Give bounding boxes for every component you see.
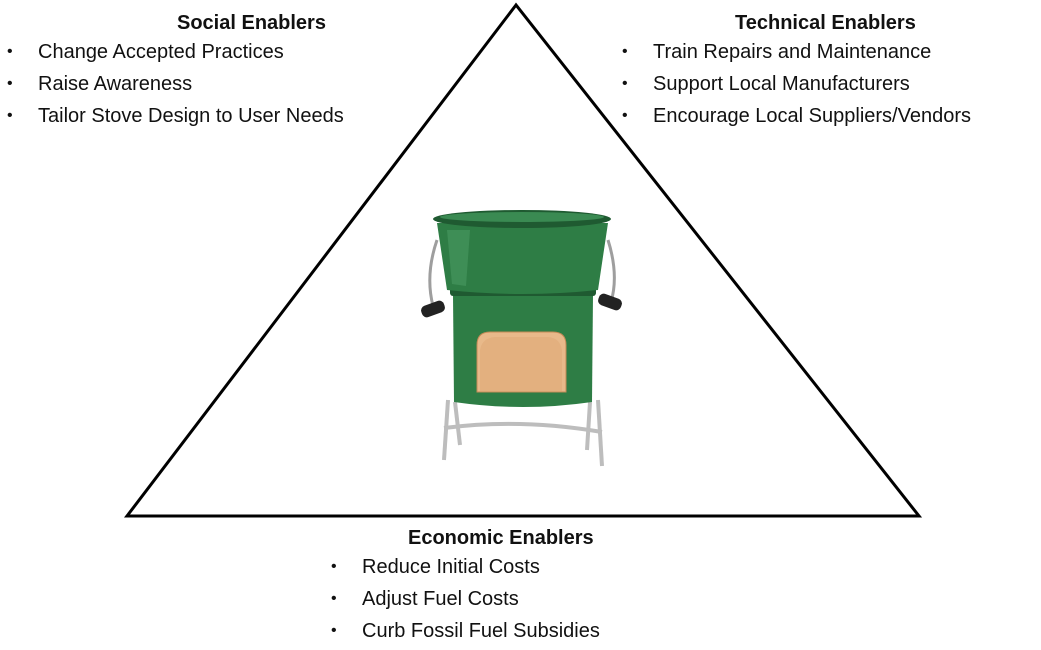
social-enablers-list: •Change Accepted Practices •Raise Awaren… [4, 36, 424, 132]
economic-enablers-list: •Reduce Initial Costs •Adjust Fuel Costs… [328, 551, 688, 647]
list-item: •Adjust Fuel Costs [328, 583, 688, 615]
technical-enablers-title: Technical Enablers [735, 12, 916, 34]
list-item: •Support Local Manufacturers [619, 68, 1039, 100]
social-enablers-title: Social Enablers [177, 12, 326, 34]
list-item: •Change Accepted Practices [4, 36, 424, 68]
bullet-icon: • [331, 622, 337, 639]
bullet-icon: • [331, 590, 337, 607]
stove-handles [421, 239, 622, 318]
bullet-icon: • [622, 107, 628, 124]
list-item: •Curb Fossil Fuel Subsidies [328, 615, 688, 647]
enablers-triangle [123, 2, 923, 518]
cookstove-illustration [421, 210, 622, 467]
economic-enablers-group: Economic Enablers •Reduce Initial Costs … [328, 525, 688, 647]
list-item: •Raise Awareness [4, 68, 424, 100]
economic-enablers-title: Economic Enablers [408, 527, 594, 549]
bullet-icon: • [7, 107, 13, 124]
technical-enablers-list: •Train Repairs and Maintenance •Support … [619, 36, 1039, 132]
stove-stand [442, 399, 604, 467]
technical-enablers-group: Technical Enablers •Train Repairs and Ma… [619, 10, 1039, 132]
stove-firebox [476, 331, 567, 393]
bullet-icon: • [331, 558, 337, 575]
list-item: •Tailor Stove Design to User Needs [4, 100, 424, 132]
bullet-icon: • [7, 75, 13, 92]
bullet-icon: • [622, 43, 628, 60]
list-item: •Encourage Local Suppliers/Vendors [619, 100, 1039, 132]
bullet-icon: • [622, 75, 628, 92]
social-enablers-group: Social Enablers •Change Accepted Practic… [4, 10, 424, 132]
list-item: •Reduce Initial Costs [328, 551, 688, 583]
stove-upper-pot [437, 223, 608, 294]
list-item: •Train Repairs and Maintenance [619, 36, 1039, 68]
bullet-icon: • [7, 43, 13, 60]
